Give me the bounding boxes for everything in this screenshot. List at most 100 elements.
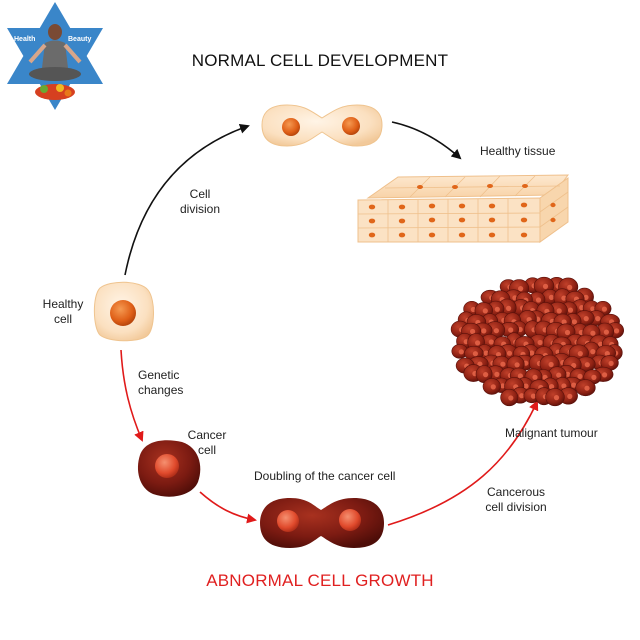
tumour-cell-nucleus	[571, 319, 578, 325]
tumour-cell-nucleus	[506, 305, 512, 311]
label-cancerous-cell-division: Cancerous cell division	[470, 485, 562, 515]
tumour-cell-nucleus	[481, 328, 487, 334]
arrow-division-to-tissue	[391, 121, 462, 160]
logo-figure-legs	[29, 67, 81, 81]
tumour-cell-nucleus	[561, 295, 567, 301]
tumour-cell-nucleus	[604, 351, 610, 357]
cancer-cell-nucleus	[155, 454, 179, 478]
tumour-cell-nucleus	[571, 362, 577, 369]
title-normal-cell-development: NORMAL CELL DEVELOPMENT	[191, 51, 449, 70]
tumour-cell-nucleus	[590, 349, 596, 355]
label-cell-division: Cell division	[170, 187, 230, 217]
tumour-cell-nucleus	[583, 294, 589, 300]
tissue-nuclei	[368, 184, 556, 238]
tumour-cell-nucleus	[472, 351, 478, 357]
label-healthy-cell: Healthy cell	[36, 297, 90, 327]
dividing-cell-nucleus-right	[342, 117, 360, 135]
label-cell-division-line2: division	[179, 202, 221, 216]
tumour-cell-nucleus	[564, 329, 571, 336]
tumour-cell-nucleus	[475, 340, 481, 346]
tumour-cell-nucleus	[530, 393, 537, 399]
tumour-cell-nucleus	[517, 373, 524, 379]
tumour-cell-nucleus	[529, 350, 535, 356]
tumour-cell-nucleus	[493, 328, 499, 334]
label-cancer-cell-line1: Cancer	[187, 428, 227, 442]
tumour-cell-nucleus	[535, 297, 542, 303]
tumour-cell-nucleus	[584, 362, 590, 368]
tumour-cell-nucleus	[577, 373, 583, 379]
tumour-cell-nucleus	[549, 384, 555, 390]
tissue-grid-lines	[357, 175, 569, 242]
arrow-cancer-to-doubling	[199, 491, 257, 524]
tumour-cell-nucleus	[482, 308, 488, 314]
label-genetic-changes-line1: Genetic	[138, 368, 180, 382]
tumour-cell-nucleus	[602, 372, 608, 378]
doubling-cell-nucleus-left	[277, 510, 299, 532]
tumour-cell-nucleus	[590, 306, 596, 312]
tumour-cell-nucleus	[508, 395, 514, 401]
arrow-doubling-to-tumour	[387, 400, 539, 526]
label-cancer-cell-line2: cell	[197, 443, 216, 457]
logo-fruit-orange	[64, 89, 72, 97]
label-cancer-cell: Cancer cell	[183, 428, 231, 458]
tumour-cell-nucleus	[518, 286, 524, 292]
tumour-cell-nucleus	[553, 395, 560, 401]
tumour-cell-nucleus	[590, 330, 596, 336]
tumour-cell-nucleus	[561, 319, 567, 325]
tumour-cell-nucleus	[584, 385, 590, 391]
tumour-cell-nucleus	[523, 383, 529, 389]
logo-figure-body	[42, 40, 68, 68]
tumour-cell-nucleus	[494, 306, 500, 312]
dividing-cell-body	[261, 104, 383, 147]
label-cancerous-line2: cell division	[485, 500, 547, 514]
tumour-cell-nucleus	[470, 328, 476, 335]
tumour-cell-nucleus	[477, 361, 483, 367]
tumour-cell-nucleus	[514, 362, 520, 368]
healthy-tissue-block	[357, 174, 570, 243]
logo-fruit-green	[40, 85, 48, 93]
dividing-healthy-cell	[261, 104, 383, 147]
tumour-cell-nucleus	[517, 326, 523, 333]
tumour-cell-nucleus	[556, 308, 562, 314]
tumour-cell-nucleus	[603, 329, 610, 335]
tumour-cell-nucleus	[500, 383, 506, 389]
tumour-cell-nucleus	[614, 328, 620, 334]
tumour-cell-nucleus	[567, 393, 573, 399]
doubling-cancer-cell	[260, 498, 384, 548]
tissue-front-face	[357, 197, 541, 243]
tumour-cell-nucleus	[577, 351, 583, 357]
tumour-cell-nucleus	[483, 372, 489, 378]
arrow-healthy-to-cancer	[120, 349, 144, 442]
tumour-cell-nucleus	[542, 283, 549, 289]
tumour-cell-nucleus	[519, 393, 525, 399]
tumour-cell-nucleus	[598, 341, 604, 347]
tumour-cell-nucleus	[495, 352, 502, 358]
label-genetic-changes: Genetic changes	[138, 368, 183, 398]
tumour-cell-nucleus	[567, 284, 573, 290]
logo-figure-arms	[28, 43, 82, 64]
tumour-cell-nucleus	[561, 383, 567, 389]
tumour-cell-nucleus	[591, 374, 597, 380]
tumour-cell-nucleus	[532, 374, 538, 380]
label-healthy-cell-line2: cell	[53, 312, 72, 326]
dividing-cell-nucleus-left	[282, 118, 300, 136]
tumour-cell-nucleus	[458, 349, 464, 355]
logo-text-beauty: Beauty	[68, 36, 91, 43]
tumour-cell-nucleus	[595, 316, 601, 322]
healthy-cell	[93, 281, 154, 342]
tumour-cell-nucleus	[556, 372, 562, 378]
tumour-cell-nucleus	[571, 382, 577, 388]
tumour-cell-nucleus	[488, 339, 494, 345]
tumour-cell-nucleus	[548, 361, 554, 368]
health-beauty-logo	[7, 2, 103, 110]
label-healthy-cell-line1: Healthy	[42, 297, 84, 311]
arrow-healthy-to-division	[124, 123, 250, 276]
label-doubling-cancer-cell: Doubling of the cancer cell	[254, 469, 396, 483]
tumour-cell-nucleus	[537, 339, 543, 346]
tumour-cell-nucleus	[548, 294, 555, 300]
tumour-cell-nucleus	[583, 316, 589, 322]
logo-text-health: Health	[14, 36, 35, 43]
label-malignant-tumour: Malignant tumour	[505, 426, 598, 440]
tumour-cell-nucleus	[601, 306, 608, 312]
